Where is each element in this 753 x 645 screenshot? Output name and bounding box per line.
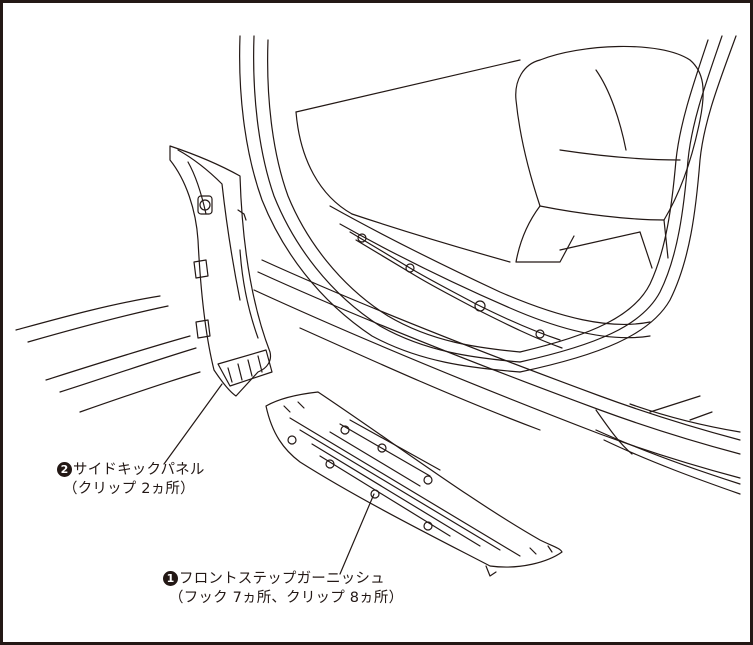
- front-step-garnish-name: フロントステップガーニッシュ: [179, 571, 385, 587]
- front-step-garnish-detail: （フック 7ヵ所、クリップ 8ヵ所）: [169, 590, 404, 606]
- car-body-outline: [239, 35, 741, 495]
- callout-number-badge: 2: [57, 462, 72, 477]
- callout-number-badge: 1: [163, 571, 178, 586]
- body-side-lines: [15, 295, 201, 413]
- side-kick-panel-part: [169, 145, 273, 397]
- side-kick-panel-name: サイドキックパネル: [73, 462, 205, 478]
- side-kick-panel-detail: （クリップ 2ヵ所）: [63, 481, 195, 497]
- leader-line-front-step-garnish: [339, 493, 375, 575]
- leader-line-side-kick-panel: [163, 383, 223, 465]
- front-step-garnish-part: [265, 391, 563, 577]
